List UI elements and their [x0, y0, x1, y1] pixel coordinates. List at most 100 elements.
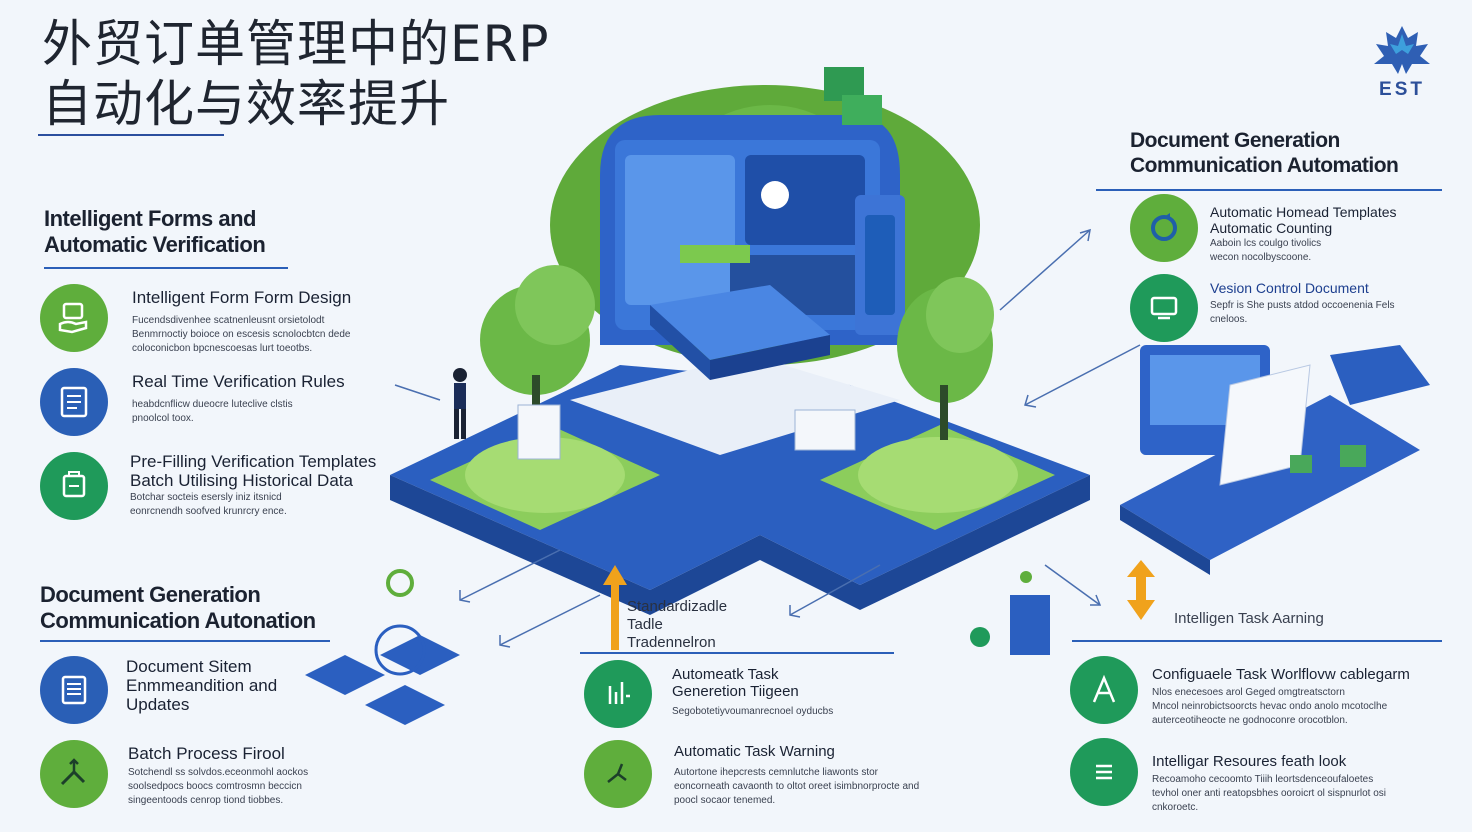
batch-process-title: Batch Process Firool [128, 744, 285, 763]
docgen-right-heading: Document Generation Communication Automa… [1130, 128, 1399, 178]
forms-heading-line-1: Intelligent Forms and [44, 206, 256, 231]
version-control-desc-1: Sepfr is She pusts atdod occoenenia Fels [1210, 300, 1395, 311]
intelligent-task-label: Intelligen Task Aarning [1174, 610, 1324, 627]
docgen-right-heading-line-1: Document Generation [1130, 129, 1340, 152]
docgen-left-heading: Document Generation Communication Autona… [40, 582, 316, 634]
prefill-templates-subtitle: Batch Utilising Historical Data [130, 471, 353, 490]
prefill-templates-desc-2: eonrcnendh soofved krunrcry ence. [130, 506, 287, 517]
batch-process-desc-1: Sotchendl ss solvdos.eceonmohl aockos [128, 767, 309, 778]
resource-lock-desc-1: Recoamoho cecoomto Tiiih leortsdenceoufa… [1152, 774, 1374, 785]
title-line-1: 外贸订单管理中的ERP [42, 15, 550, 73]
batch-process-desc-3: singeentoods cenrop tiond tiobbes. [128, 795, 284, 806]
auto-templates-badge [1130, 194, 1198, 262]
version-control-badge [1130, 274, 1198, 342]
isometric-platform-illustration [305, 67, 1430, 725]
verification-rules-badge [40, 368, 108, 436]
resource-lock-desc-3: cnkoroetc. [1152, 802, 1199, 813]
plant-tool-icon [60, 758, 86, 786]
document-system-title-2: Enmmeandition and [126, 676, 278, 695]
logo-text: EST [1379, 79, 1425, 100]
workflow-config-desc-2: Mncol neinrobictsoorcts hevac ondo anolo… [1152, 701, 1388, 712]
form-design-desc-2: Benmrnoctiy boioce on escesis scnolocbtc… [132, 329, 351, 340]
prefill-templates-block: Pre-Filling Verification Templates Batch… [130, 452, 400, 519]
batch-process-desc-2: soolsedpocs boocs comtrosmn beccicn [128, 781, 302, 792]
list-lines-icon [1096, 764, 1112, 780]
resource-lock-desc-2: tevhol oner anti reatopsbhes ooroicrt ol… [1152, 788, 1387, 799]
verification-rules-title: Real Time Verification Rules [132, 372, 345, 391]
docgen-right-heading-line-2: Communication Automation [1130, 154, 1399, 177]
brand-logo: EST [1370, 24, 1434, 101]
document-system-badge [40, 656, 108, 724]
docgen-left-heading-line-1: Document Generation [40, 582, 261, 607]
task-generation-desc: Segobotetiyvoumanrecnoel oyducbs [672, 706, 834, 717]
docgen-left-heading-line-2: Communication Autonation [40, 608, 316, 633]
task-generation-block: Automeatk Task Generetion Tiigeen Segobo… [672, 666, 892, 719]
form-design-title: Intelligent Form Form Design [132, 288, 352, 307]
workflow-config-badge [1070, 656, 1138, 724]
docgen-right-rule [1096, 189, 1442, 191]
task-warning-desc-1: Autortone ihepcrests cemnlutche liawonts… [674, 767, 878, 778]
workflow-config-desc-3: auterceotiheocte ne godnoconre orocotblo… [1152, 715, 1348, 726]
task-warning-badge [584, 740, 652, 808]
auto-templates-block: Automatic Homead Templates Automatic Cou… [1210, 204, 1450, 265]
version-control-block: Vesion Control Document Sepfr is She pus… [1210, 280, 1450, 327]
verification-rules-block: Real Time Verification Rules heabdcnflic… [132, 372, 402, 426]
verification-rules-desc-1: heabdcnflicw dueocre luteclive clstis [132, 399, 293, 410]
verification-rules-desc-2: pnoolcol toox. [132, 413, 194, 424]
resource-lock-title: Intelligar Resoures feath look [1152, 753, 1347, 770]
page-title: 外贸订单管理中的ERP 自动化与效率提升 [42, 14, 549, 134]
standardizable-label-3: Tradennelron [627, 634, 716, 651]
task-generation-title-2: Generetion Tiigeen [672, 683, 799, 700]
workflow-config-block: Configuaele Task Worlflovw cablegarm Nlo… [1152, 666, 1452, 728]
task-warning-block: Automatic Task Warning Autortone ihepcre… [674, 743, 964, 808]
workflow-config-title: Configuaele Task Worlflovw cablegarm [1152, 666, 1410, 683]
warning-plant-icon [607, 763, 627, 783]
prefill-templates-badge [40, 452, 108, 520]
maple-leaf-logo-icon [1374, 26, 1430, 74]
batch-process-block: Batch Process Firool Sotchendl ss solvdo… [128, 744, 368, 808]
workflow-config-desc-1: Nlos enecesoes arol Geged omgtreatsctorn [1152, 687, 1345, 698]
title-line-2: 自动化与效率提升 [42, 75, 450, 133]
document-list-icon [61, 675, 87, 705]
prefill-templates-desc-1: Botchar socteis esersly iniz itsnicd [130, 492, 282, 503]
resource-lock-block: Intelligar Resoures feath look Recoamoho… [1152, 753, 1452, 815]
resource-lock-badge [1070, 738, 1138, 806]
hand-form-icon [58, 302, 88, 334]
prefill-templates-title: Pre-Filling Verification Templates [130, 452, 377, 471]
document-system-title-3: Updates [126, 695, 190, 714]
document-fill-icon [62, 471, 86, 498]
refresh-icon [1151, 213, 1177, 241]
version-control-desc-2: cneloos. [1210, 314, 1248, 325]
form-design-block: Intelligent Form Form Design Fucendsdive… [132, 288, 402, 356]
letter-a-icon [1092, 674, 1116, 703]
batch-process-badge [40, 740, 108, 808]
standardizable-label: Standardizadle Tadle Tradennelron [627, 598, 727, 652]
monitor-icon [1150, 296, 1178, 320]
task-warning-title: Automatic Task Warning [674, 743, 835, 760]
auto-templates-title-2: Automatic Counting [1210, 220, 1333, 236]
standardizable-label-2: Tadle [627, 616, 663, 633]
task-trigger-icon [608, 682, 630, 704]
auto-templates-title-1: Automatic Homead Templates [1210, 204, 1397, 220]
right-bottom-rule [1072, 640, 1442, 642]
auto-templates-desc-1: Aaboin lcs coulgo tivolics [1210, 238, 1322, 249]
checklist-icon [60, 386, 88, 418]
forms-heading-line-2: Automatic Verification [44, 232, 266, 257]
task-warning-desc-2: eoncorneath cavaonth to oltot oreet isim… [674, 781, 920, 792]
form-design-desc-1: Fucendsdivenhee scatnenleusnt orsietolod… [132, 315, 325, 326]
center-section-rule [580, 652, 894, 654]
task-generation-title-1: Automeatk Task [672, 666, 779, 683]
version-control-title: Vesion Control Document [1210, 280, 1369, 296]
task-generation-badge [584, 660, 652, 728]
document-system-block: Document Sitem Enmmeandition and Updates [126, 657, 326, 714]
standardizable-label-1: Standardizadle [627, 598, 728, 615]
docgen-left-rule [40, 640, 330, 642]
form-design-badge [40, 284, 108, 352]
document-system-title-1: Document Sitem [126, 657, 252, 676]
title-underline [38, 134, 224, 136]
form-design-desc-3: coloconicbon bpcnescoesas lurt toeotbs. [132, 343, 313, 354]
task-warning-desc-3: poocl socaor tenemed. [674, 795, 776, 806]
auto-templates-desc-2: wecon nocolbyscoone. [1210, 252, 1312, 263]
forms-section-rule [44, 267, 288, 269]
forms-section-heading: Intelligent Forms and Automatic Verifica… [44, 206, 266, 258]
